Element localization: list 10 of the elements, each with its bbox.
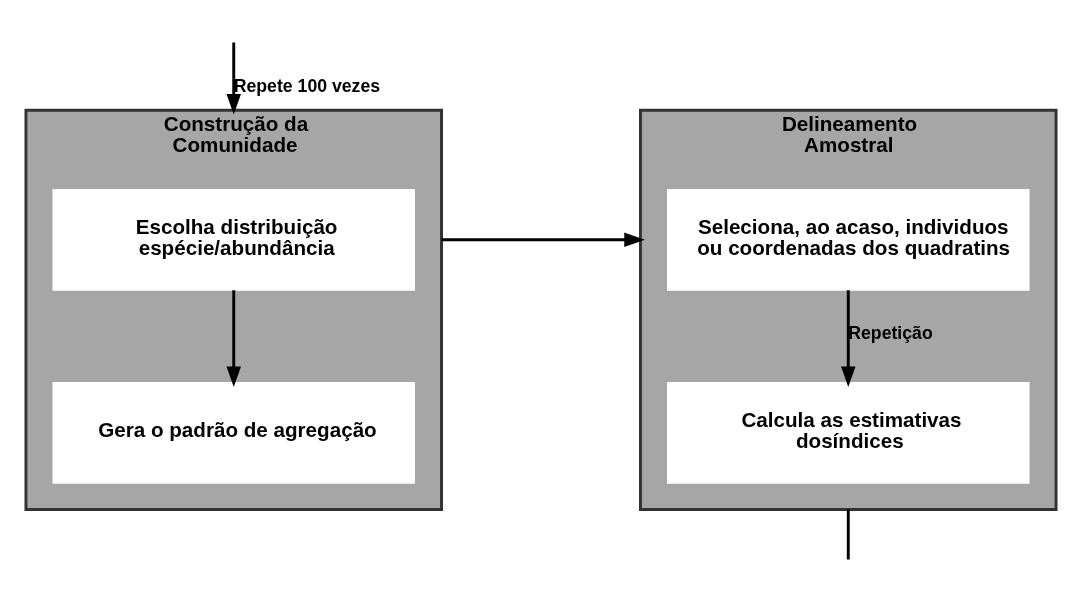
arrow xyxy=(441,232,645,247)
arrow xyxy=(226,42,241,115)
connector xyxy=(846,509,850,559)
edge-label: Repete 100 vezes xyxy=(233,75,381,96)
node-box: Calcula as estimativas dosíndices xyxy=(667,381,1030,484)
node-box: Escolha distribuição espécie/abundância xyxy=(52,188,415,291)
arrow xyxy=(226,289,241,387)
arrow xyxy=(841,289,856,387)
node-box: Seleciona, ao acaso, individuos ou coordenadas dos quadratins xyxy=(667,188,1030,291)
node-box: Gera o padrão de agregação xyxy=(52,381,415,484)
